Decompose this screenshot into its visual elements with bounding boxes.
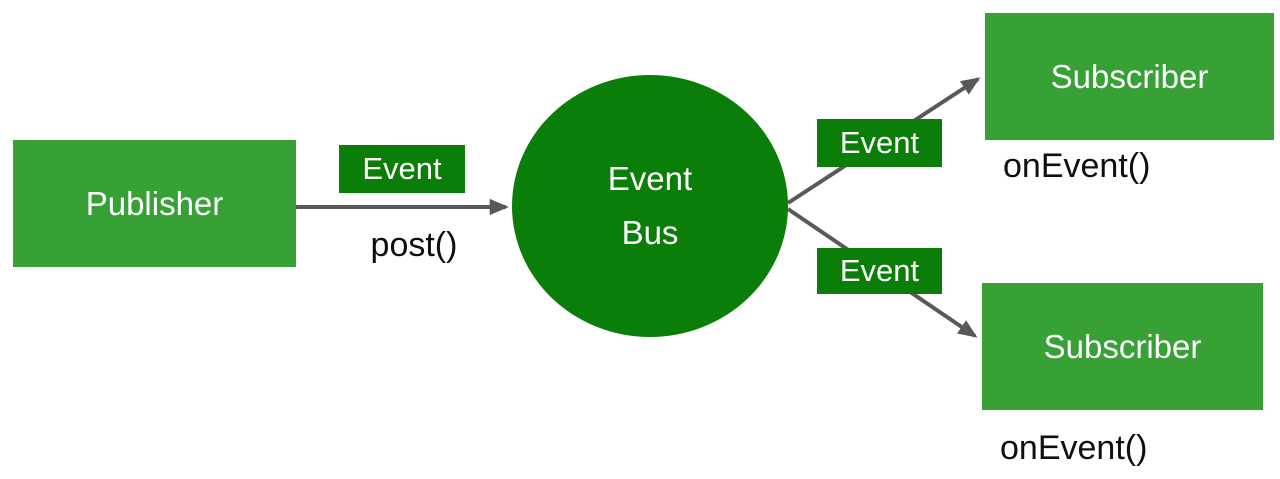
subscriber-box-top: Subscriber: [985, 13, 1274, 140]
event-badge-subscribe-top-label: Event: [839, 125, 920, 160]
subscriber-box-bottom: Subscriber: [982, 283, 1263, 410]
publisher-box: Publisher: [13, 140, 296, 267]
onevent-method-label-bottom: onEvent(): [1000, 429, 1148, 467]
subscriber-top-label: Subscriber: [1050, 57, 1209, 95]
event-badge-subscribe-bottom: Event: [817, 248, 942, 294]
publisher-label: Publisher: [85, 184, 224, 222]
event-badge-subscribe-top: Event: [817, 119, 942, 167]
event-badge-publish: Event: [339, 145, 465, 193]
post-method-label: post(): [370, 226, 458, 264]
event-bus-circle: Event Bus: [512, 75, 788, 337]
onevent-method-label-top: onEvent(): [1003, 147, 1151, 185]
event-bus-label-line1: Event: [607, 160, 693, 197]
event-bus-label-line2: Bus: [621, 214, 679, 251]
subscriber-bottom-label: Subscriber: [1043, 327, 1202, 365]
event-badge-subscribe-bottom-label: Event: [839, 253, 920, 288]
event-badge-publish-label: Event: [362, 151, 442, 186]
